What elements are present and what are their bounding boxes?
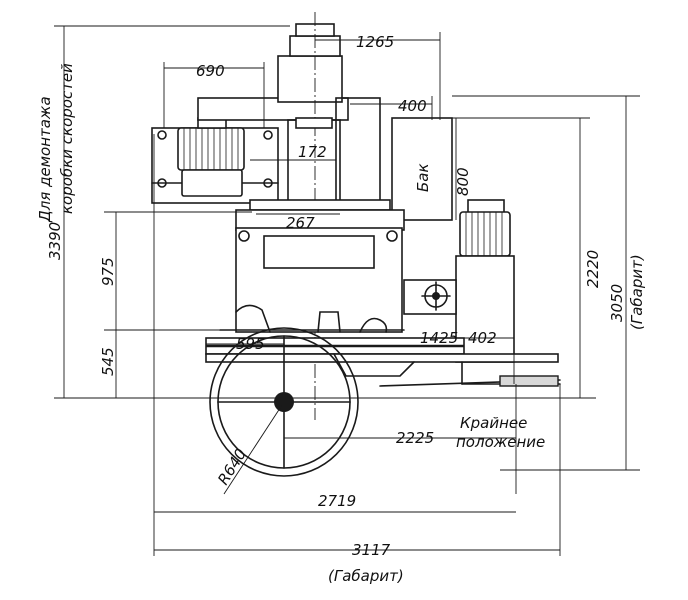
dimension-lines [54,25,640,556]
gearbox [219,199,405,333]
removal-note-line2: коробки скоростей [58,63,76,214]
extreme-position-line1: Крайнее [460,414,527,432]
dim-2225: 2225 [396,429,434,447]
dim-402: 402 [468,329,497,347]
right-motor [403,199,515,363]
dim-595: 595 [236,335,265,353]
dim-r640: R640 [214,445,250,488]
removal-note-line1: Для демонтажа [36,96,54,223]
annotations: Для демонтажа коробки скоростей Крайнее … [36,63,646,585]
overall-bottom-label: (Габарит) [328,567,404,585]
dim-1425: 1425 [420,329,458,347]
tank-label: Бак [414,163,432,192]
dim-2220: 2220 [584,250,602,288]
left-motor [151,117,279,204]
dim-172: 172 [298,143,327,161]
overall-right-label: (Габарит) [628,254,646,330]
dim-267: 267 [286,214,315,232]
dim-800: 800 [454,167,472,196]
dimension-texts: 1265 690 400 172 800 267 2220 3050 3390 … [46,33,626,559]
dim-3117: 3117 [352,541,391,559]
tank: Бак [391,117,453,221]
dim-1265: 1265 [356,33,394,51]
dim-2719: 2719 [318,492,356,510]
extreme-position-line2: положение [456,433,545,451]
handwheel [209,327,359,495]
dim-975: 975 [99,257,117,286]
dim-400: 400 [398,97,427,115]
dim-690: 690 [196,62,225,80]
dim-3050: 3050 [608,284,626,322]
dim-3390: 3390 [46,222,64,260]
dim-545: 545 [99,347,117,376]
